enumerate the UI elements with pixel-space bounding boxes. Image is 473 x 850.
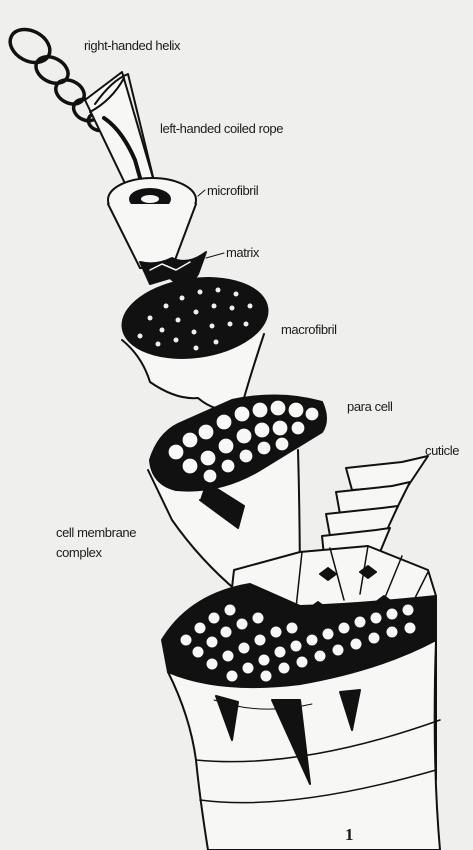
label-matrix: matrix xyxy=(226,243,259,263)
figure-number: 1 xyxy=(345,822,353,848)
label-left-handed-coiled-rope: left-handed coiled rope xyxy=(160,119,283,139)
label-cell-membrane-complex-line2: complex xyxy=(56,543,136,563)
microfibril xyxy=(108,178,196,268)
macrofibril xyxy=(117,269,272,412)
label-cell-membrane-complex: cell membrane complex xyxy=(56,523,136,562)
label-cell-membrane-complex-line1: cell membrane xyxy=(56,523,136,543)
label-macrofibril: macrofibril xyxy=(281,320,337,340)
label-right-handed-helix: right-handed helix xyxy=(84,36,180,56)
label-cuticle: cuticle xyxy=(425,441,459,461)
cuticle xyxy=(322,456,428,556)
label-microfibril: microfibril xyxy=(207,181,258,201)
label-para-cell: para cell xyxy=(347,397,393,417)
